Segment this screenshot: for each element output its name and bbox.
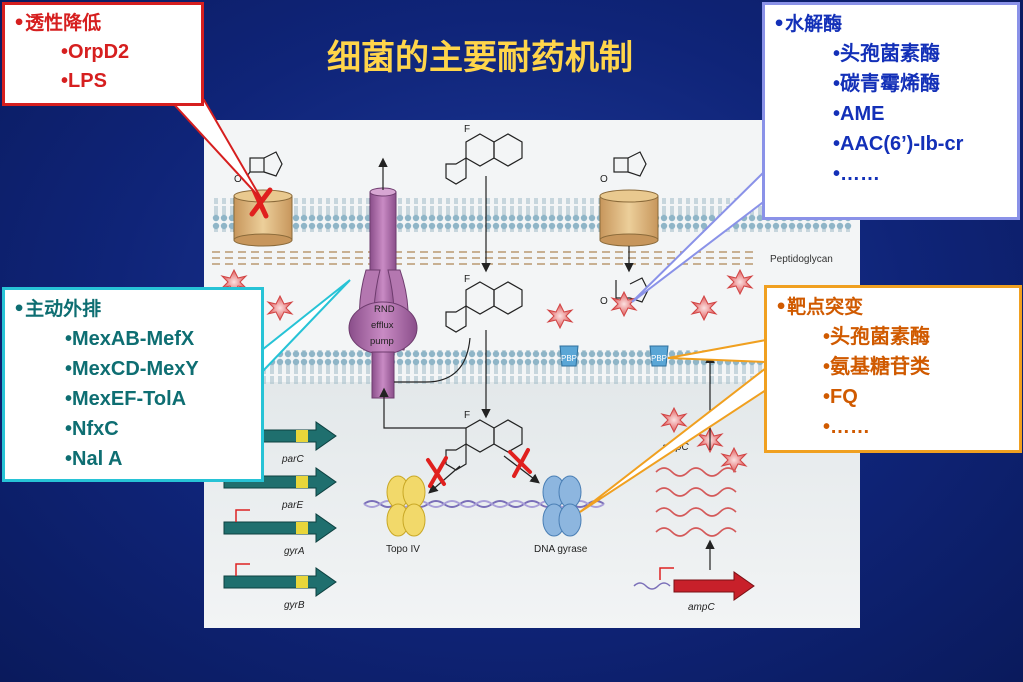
- callout-efflux-list: MexAB-MefX MexCD-MexY MexEF-TolA NfxC Na…: [13, 324, 253, 474]
- topo-iv-enzyme: [386, 475, 426, 537]
- pbp-label-right: PBP: [651, 354, 667, 363]
- pointer-hydrolysis: [631, 167, 767, 303]
- rnd-efflux-pump: [348, 187, 418, 399]
- blocked-x-icon-gyrase: [508, 448, 532, 478]
- gene-label-gyrA: gyrA: [284, 546, 305, 557]
- peptidoglycan-label: Peptidoglycan: [770, 254, 833, 265]
- list-item: AME: [833, 99, 1009, 129]
- callout-permeability-heading: 透性降低: [13, 9, 193, 38]
- fluorine-label-top: F: [464, 124, 470, 135]
- fluorine-label-mid: F: [464, 274, 470, 285]
- gene-parE: [223, 467, 337, 497]
- topo-iv-label: Topo IV: [386, 544, 420, 555]
- fluoroquinolone-molecule-top: [445, 133, 523, 185]
- callout-hydrolysis-heading: 水解酶: [773, 9, 1009, 39]
- dna-gyrase-label: DNA gyrase: [534, 544, 588, 555]
- pbp-protein-right: [649, 345, 669, 367]
- callout-efflux: 主动外排 MexAB-MefX MexCD-MexY MexEF-TolA Nf…: [2, 287, 264, 482]
- gene-ampC: [633, 567, 755, 601]
- list-item: LPS: [61, 67, 193, 96]
- to-gyrase-arrow: [503, 455, 540, 484]
- pointer-permeability: [167, 99, 263, 201]
- oxygen-label-hydro: O: [600, 296, 608, 307]
- slide-title: 细菌的主要耐药机制: [327, 38, 633, 78]
- pointer-efflux: [261, 279, 351, 375]
- fluoroquinolone-molecule-mid: [445, 281, 523, 333]
- blocked-x-icon-topo: [426, 456, 448, 488]
- mrna-transcripts: [655, 467, 737, 537]
- list-item: 头孢菌素酶: [833, 39, 1009, 69]
- pointer-target-pbp: [667, 338, 767, 364]
- efflux-return-curve: [394, 337, 471, 383]
- list-item: ……: [833, 159, 1009, 189]
- gene-gyrA: [223, 509, 337, 543]
- efflux-in-arrow: [379, 387, 466, 429]
- gene-gyrB: [223, 563, 337, 597]
- callout-efflux-heading: 主动外排: [13, 294, 253, 324]
- list-item: MexEF-TolA: [65, 384, 253, 414]
- pointer-target-gyrase: [579, 365, 767, 513]
- list-item: NfxC: [65, 414, 253, 444]
- list-item: 氨基糖苷类: [823, 352, 1011, 382]
- callout-target-mutation: 靶点突变 头孢菌素酶 氨基糖苷类 FQ ……: [764, 285, 1022, 453]
- callout-permeability: 透性降低 OrpD2 LPS: [2, 2, 204, 106]
- callout-hydrolysis: 水解酶 头孢菌素酶 碳青霉烯酶 AME AAC(6’)-Ib-cr ……: [762, 2, 1020, 220]
- gene-label-parC: parC: [281, 454, 304, 465]
- dna-gyrase-enzyme: [542, 475, 582, 537]
- pump-label-1: RND: [374, 304, 395, 315]
- to-topo-arrow: [428, 465, 461, 494]
- list-item: FQ: [823, 382, 1011, 412]
- gene-label-gyrB: gyrB: [284, 600, 305, 611]
- list-item: MexAB-MefX: [65, 324, 253, 354]
- pump-label-2: efflux: [371, 320, 394, 331]
- list-item: OrpD2: [61, 38, 193, 67]
- beta-lactam-molecule-right: [613, 151, 647, 177]
- list-item: 碳青霉烯酶: [833, 69, 1009, 99]
- list-item: Nal A: [65, 444, 253, 474]
- gene-label-parE: parE: [281, 500, 303, 511]
- oxygen-label-right: O: [600, 174, 608, 185]
- list-item: MexCD-MexY: [65, 354, 253, 384]
- list-item: ……: [823, 412, 1011, 442]
- callout-hydrolysis-list: 头孢菌素酶 碳青霉烯酶 AME AAC(6’)-Ib-cr ……: [773, 39, 1009, 189]
- pbp-protein-left: [559, 345, 579, 367]
- list-item: 头孢菌素酶: [823, 322, 1011, 352]
- callout-target-list: 头孢菌素酶 氨基糖苷类 FQ ……: [775, 322, 1011, 442]
- list-item: AAC(6’)-Ib-cr: [833, 129, 1009, 159]
- oxygen-label: O: [234, 174, 242, 185]
- gene-label-ampC-bottom: ampC: [688, 602, 715, 613]
- callout-permeability-list: OrpD2 LPS: [13, 38, 193, 96]
- callout-target-heading: 靶点突变: [775, 292, 1011, 322]
- fluorine-label-low: F: [464, 410, 470, 421]
- pbp-label-left: PBP: [561, 354, 577, 363]
- pump-label-3: pump: [370, 336, 394, 347]
